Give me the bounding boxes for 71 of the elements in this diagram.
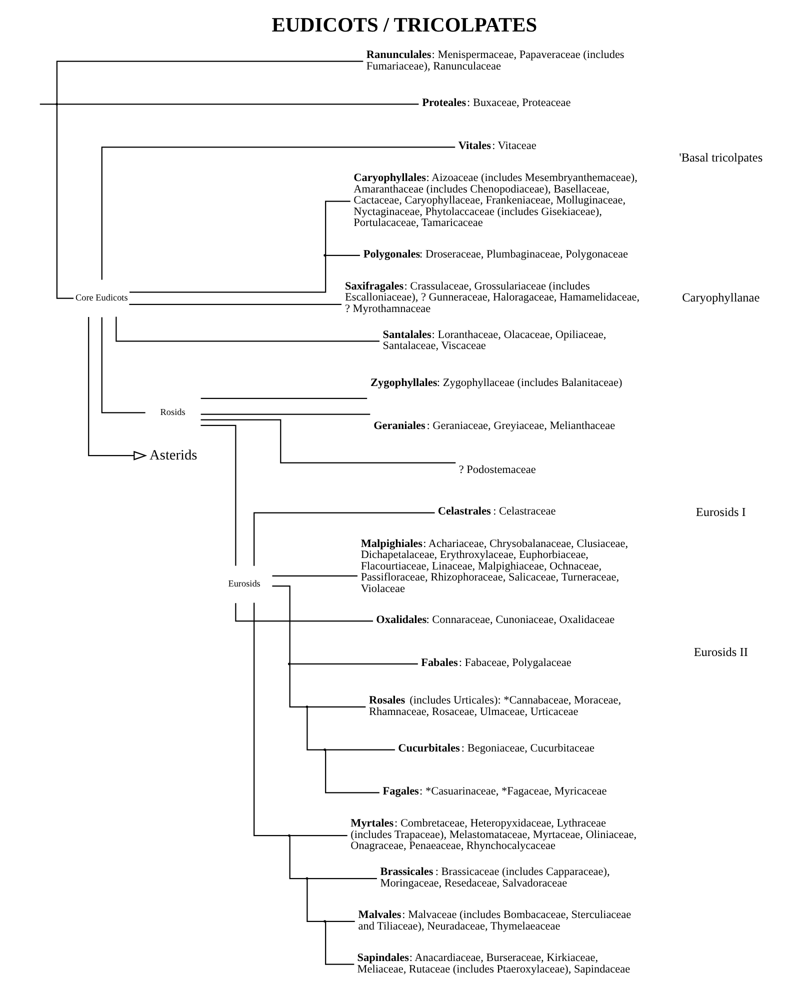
connector (40, 104, 56, 105)
node-text: Oxalidales: Connaraceae, Cunoniaceae, Oxalidaceae (376, 614, 615, 626)
node-point (306, 877, 308, 880)
connector (325, 200, 350, 256)
node-text: Geraniales: Geraniaceae, Greyiaceae, Melianthaceae (374, 420, 616, 432)
connector (325, 750, 380, 794)
connector (101, 146, 456, 280)
connector (116, 316, 380, 342)
node-point (56, 103, 58, 106)
connector (326, 920, 355, 922)
connector (289, 836, 306, 880)
connector (272, 585, 290, 664)
connector (254, 602, 288, 836)
node-point (324, 254, 326, 257)
node-text: Rosids (160, 406, 186, 417)
connector (289, 664, 306, 708)
connector (306, 879, 324, 922)
node-point (306, 706, 308, 708)
node-text: Rosales (includes Urticales): *Cannabaceae, Moraceae, Rhamnaceae, Rosaceae, Ulmaceae, Urticaceae (368, 694, 622, 718)
connector (200, 424, 236, 566)
node-text: Saxifragales: Crassulaceae, Grossulariaceae (includes Escalloniaceae), ? Gunneraceae, Haloragaceae, Hamamelidaceae, ? Myrothamnaceae (344, 280, 640, 315)
node-text: Fabales: Fabaceae, Polygalaceae (421, 656, 572, 669)
connector (308, 706, 366, 708)
label: Eurosids II (694, 644, 748, 659)
node-text: Ranunculales: Menispermaceae, Papaveraceae (includes Fumariaceae), Ranunculaceae (366, 49, 624, 72)
node-point (288, 662, 290, 666)
node-text: Cucurbitales: Begoniaceae, Cucurbitaceae (398, 742, 594, 755)
connector (129, 256, 326, 293)
connector (56, 105, 74, 299)
node-text: Caryophyllales: Aizoaceae (includes Mesembryanthemaceae), Amaranthaceae (includes Chenopodiaceae), Basellaceae, Cactaceae, Caryophyllaceae, Frankeniaceae, Molluginaceae, Nyctaginaceae, Phytolaccaceae (includes Gisekiaceae), Portulacaceae, Tamaricaceae (354, 172, 638, 230)
connector (56, 60, 364, 104)
node-text: Polygonales: Droseraceae, Plumbaginaceae, Polygonaceae (363, 248, 628, 260)
label: 'Basal tricolpates (679, 150, 763, 165)
node-text: ? Podostemaceae (458, 464, 536, 476)
connector (101, 317, 146, 414)
node-text: Santalales: Loranthaceae, Olacaceae, Opiliaceae, Santalaceae, Viscaceae (382, 328, 606, 352)
connector (129, 304, 342, 305)
connector (272, 575, 358, 577)
node-text: Brassicales: Brassicaceae (includes Capparaceae), Moringaceae, Resedaceae, Salvadoraceae (380, 866, 610, 890)
connector (326, 254, 360, 256)
connector (308, 878, 377, 880)
node-point (324, 920, 326, 923)
node-point (288, 834, 290, 837)
node-text: Fagales: *Casuarinaceae, *Fagaceae, Myricaceae (382, 786, 607, 798)
node-text: Malvales: Malvaceae (includes Bombacaceae, Sterculiaceae and Tiliaceae), Neuradaceae, Thymelaeaceae (358, 909, 632, 932)
connector (200, 398, 368, 399)
node-text: Eurosids (228, 578, 260, 589)
diagram-title: EUDICOTS / TRICOLPATES (272, 14, 538, 37)
connector (200, 414, 370, 415)
arrow (88, 316, 148, 460)
connector (325, 922, 354, 965)
node-point (324, 748, 326, 752)
connector (254, 512, 435, 566)
connector (326, 749, 395, 750)
connector (290, 835, 348, 836)
node-text: Celastrales: Celastraceae (438, 506, 556, 518)
connector (235, 603, 373, 622)
connector (290, 663, 418, 665)
node-text: Vitales: Vitaceae (458, 140, 536, 152)
node-text: Malpighiales: Achariaceae, Chrysobalanaceae, Clusiaceae, Dichapetalaceae, Erythroxylaceae, Euphorbiaceae, Flacourtiaceae, Linaceae, Malpighiaceae, Ochnaceae, Passifloraceae, Rhizophoraceae, Salicaceae, Turneraceae, Violaceae (360, 538, 628, 595)
node-text: Myrtales: Combretaceae, Heteropyxidaceae, Lythraceae (includes Trapaceae), Melastomataceae, Myrtaceae, Oliniaceae, Onagraceae, Penaeaceae, Rhynchocalycaceae (350, 818, 637, 852)
label: Caryophyllanae (682, 290, 760, 304)
node-text: Core Eudicots (76, 292, 128, 303)
node-text: Proteales: Buxaceae, Proteaceae (422, 97, 571, 110)
node-text: Zygophyllales: Zygophyllaceae (includes Balanitaceae) (370, 376, 622, 389)
connector (58, 104, 419, 105)
node-text: Sapindales: Anacardiaceae, Burseraceae, Kirkiaceae, Meliaceae, Rutaceae (includes Ptaeroxylaceae), Sapindaceae (357, 952, 630, 976)
connector (306, 708, 324, 750)
connector (200, 419, 456, 464)
label: Eurosids I (696, 504, 746, 519)
node-text: Asterids (150, 447, 198, 464)
